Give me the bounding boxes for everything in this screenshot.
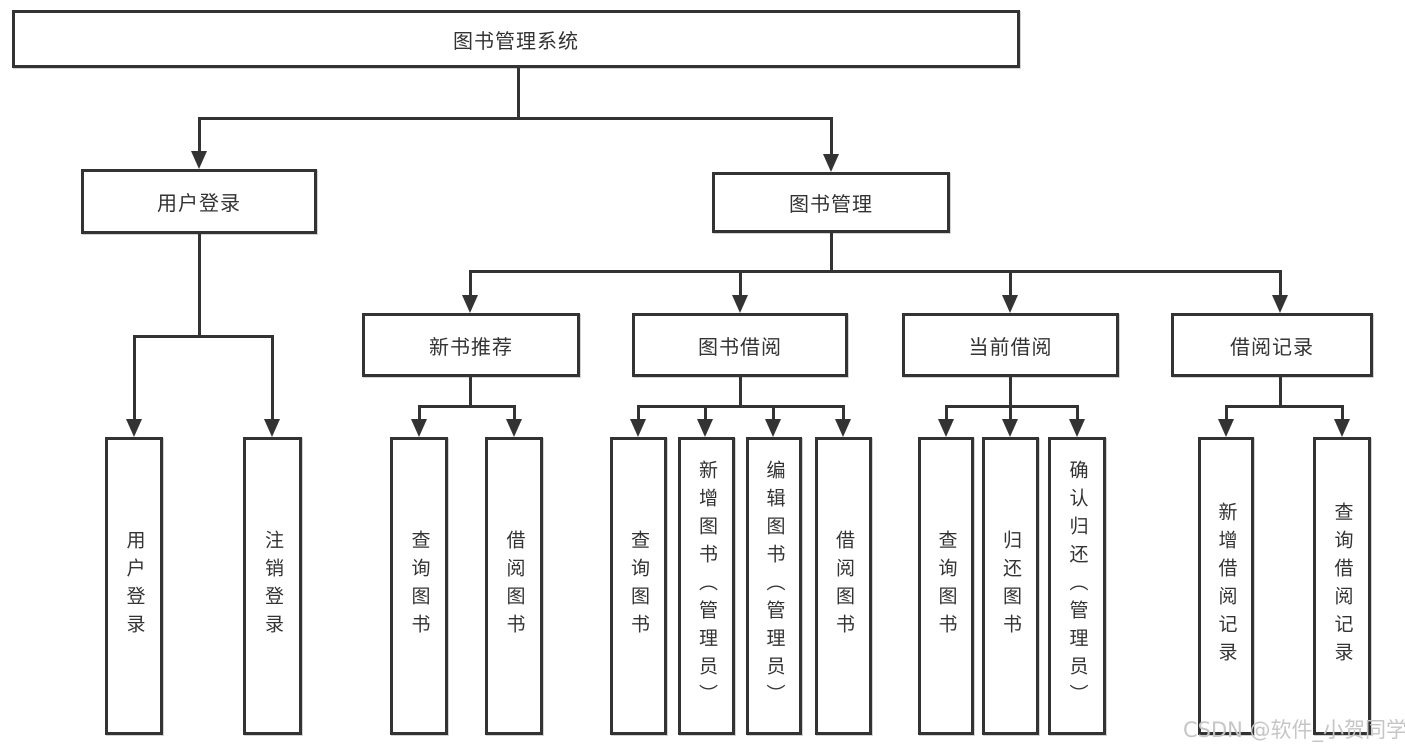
connector-level2-hline (198, 117, 833, 120)
connector-bor-leaf1-stem (637, 405, 640, 421)
leaf-query-books-borrow-label: 查询图书 (628, 530, 650, 642)
node-book-management-label: 图书管理 (789, 192, 873, 216)
watermark: CSDN @软件_小贺同学 (1183, 718, 1405, 742)
connector-borrow-hline (637, 405, 845, 408)
connector-user-login-down (198, 232, 201, 337)
arrow-to-user-login (191, 151, 207, 169)
node-book-borrow-label: 图书借阅 (698, 334, 782, 359)
connector-bor-leaf3-stem (772, 405, 775, 421)
node-borrow-records: 借阅记录 (1171, 313, 1373, 377)
leaf-query-books-current: 查询图书 (918, 437, 974, 735)
connector-cur-leaf1-stem (945, 405, 948, 421)
leaf-query-books-borrow: 查询图书 (610, 437, 667, 735)
leaf-add-book-admin-label: 新增图书（管理员） (696, 460, 718, 712)
connector-bor-leaf4-stem (842, 405, 845, 421)
arrow-cur-leaf3 (1069, 419, 1085, 437)
node-current-borrow: 当前借阅 (902, 313, 1119, 377)
leaf-logout: 注销登录 (243, 437, 302, 735)
leaf-borrow-books-borrow: 借阅图书 (815, 437, 872, 735)
leaf-confirm-return-admin: 确认归还（管理员） (1048, 437, 1106, 735)
arrow-to-leaf-login (126, 419, 142, 437)
arrow-to-book-mgmt (823, 154, 839, 172)
connector-recommend-stem (469, 270, 472, 297)
leaf-return-book: 归还图书 (982, 437, 1039, 735)
node-new-book-recommend-label: 新书推荐 (429, 334, 513, 359)
arrow-to-borrow (732, 295, 748, 313)
connector-leaf-login-stem (133, 335, 136, 421)
arrow-to-records (1272, 295, 1288, 313)
leaf-edit-book-admin-label: 编辑图书（管理员） (763, 460, 786, 712)
connector-current-stem (1009, 270, 1012, 297)
connector-records-hline (1225, 405, 1344, 408)
connector-borrow-down (739, 375, 742, 407)
connector-bor-leaf2-stem (704, 405, 707, 421)
node-root: 图书管理系统 (12, 10, 1020, 68)
node-user-login: 用户登录 (81, 169, 317, 234)
arrow-cur-leaf2 (1002, 419, 1018, 437)
connector-current-down (1009, 375, 1012, 407)
arrow-bor-leaf2 (697, 419, 713, 437)
connector-root-stem (517, 66, 520, 119)
leaf-query-books-current-label: 查询图书 (935, 530, 958, 642)
connector-cur-leaf3-stem (1076, 405, 1079, 421)
leaf-add-book-admin: 新增图书（管理员） (678, 437, 735, 735)
node-book-management: 图书管理 (712, 172, 950, 233)
node-root-label: 图书管理系统 (453, 28, 579, 53)
leaf-query-books-recommend-label: 查询图书 (408, 530, 431, 642)
node-new-book-recommend: 新书推荐 (362, 313, 580, 377)
leaf-add-borrow-record-label: 新增借阅记录 (1215, 502, 1238, 670)
connector-cur-leaf2-stem (1009, 405, 1012, 421)
leaf-edit-book-admin: 编辑图书（管理员） (746, 437, 802, 735)
connector-recd-leaf2-stem (1341, 405, 1344, 421)
leaf-confirm-return-admin-label: 确认归还（管理员） (1066, 460, 1089, 712)
connector-leaf-logout-stem (271, 335, 274, 421)
leaf-return-book-label: 归还图书 (1000, 530, 1022, 642)
node-borrow-records-label: 借阅记录 (1230, 334, 1314, 359)
arrow-to-recommend (462, 295, 478, 313)
arrow-rec-leaf2 (506, 419, 522, 437)
connector-borrow-stem (739, 270, 742, 297)
leaf-logout-label: 注销登录 (262, 530, 284, 642)
leaf-borrow-books-recommend-label: 借阅图书 (503, 530, 526, 642)
leaf-query-borrow-record-label: 查询借阅记录 (1331, 502, 1354, 670)
arrow-recd-leaf1 (1218, 419, 1234, 437)
connector-records-down (1279, 375, 1282, 407)
connector-recommend-hline (418, 405, 516, 408)
leaf-query-borrow-record: 查询借阅记录 (1313, 437, 1371, 735)
leaf-query-books-recommend: 查询图书 (390, 437, 448, 735)
connector-recd-leaf1-stem (1225, 405, 1228, 421)
node-current-borrow-label: 当前借阅 (968, 334, 1053, 359)
arrow-cur-leaf1 (938, 419, 954, 437)
leaf-user-login: 用户登录 (105, 437, 163, 735)
arrow-rec-leaf1 (411, 419, 427, 437)
leaf-borrow-books-recommend: 借阅图书 (485, 437, 543, 735)
leaf-user-login-label: 用户登录 (123, 530, 146, 642)
arrow-bor-leaf4 (835, 419, 851, 437)
connector-book-mgmt-down (830, 231, 833, 272)
arrow-bor-leaf1 (630, 419, 646, 437)
leaf-add-borrow-record: 新增借阅记录 (1198, 437, 1254, 735)
connector-user-login-stem (198, 117, 201, 153)
node-book-borrow: 图书借阅 (632, 313, 848, 377)
connector-records-stem (1279, 270, 1282, 297)
connector-level3-hline (469, 270, 1282, 273)
arrow-to-leaf-logout (264, 419, 280, 437)
connector-book-mgmt-stem (830, 117, 833, 156)
arrow-recd-leaf2 (1334, 419, 1350, 437)
node-user-login-label: 用户登录 (157, 191, 241, 215)
connector-recommend-down (469, 375, 472, 407)
connector-current-hline (945, 405, 1079, 408)
arrow-bor-leaf3 (765, 419, 781, 437)
connector-user-login-hline (133, 335, 274, 338)
connector-rec-leaf2-stem (513, 405, 516, 421)
connector-rec-leaf1-stem (418, 405, 421, 421)
leaf-borrow-books-borrow-label: 借阅图书 (833, 530, 855, 642)
arrow-to-current (1002, 295, 1018, 313)
